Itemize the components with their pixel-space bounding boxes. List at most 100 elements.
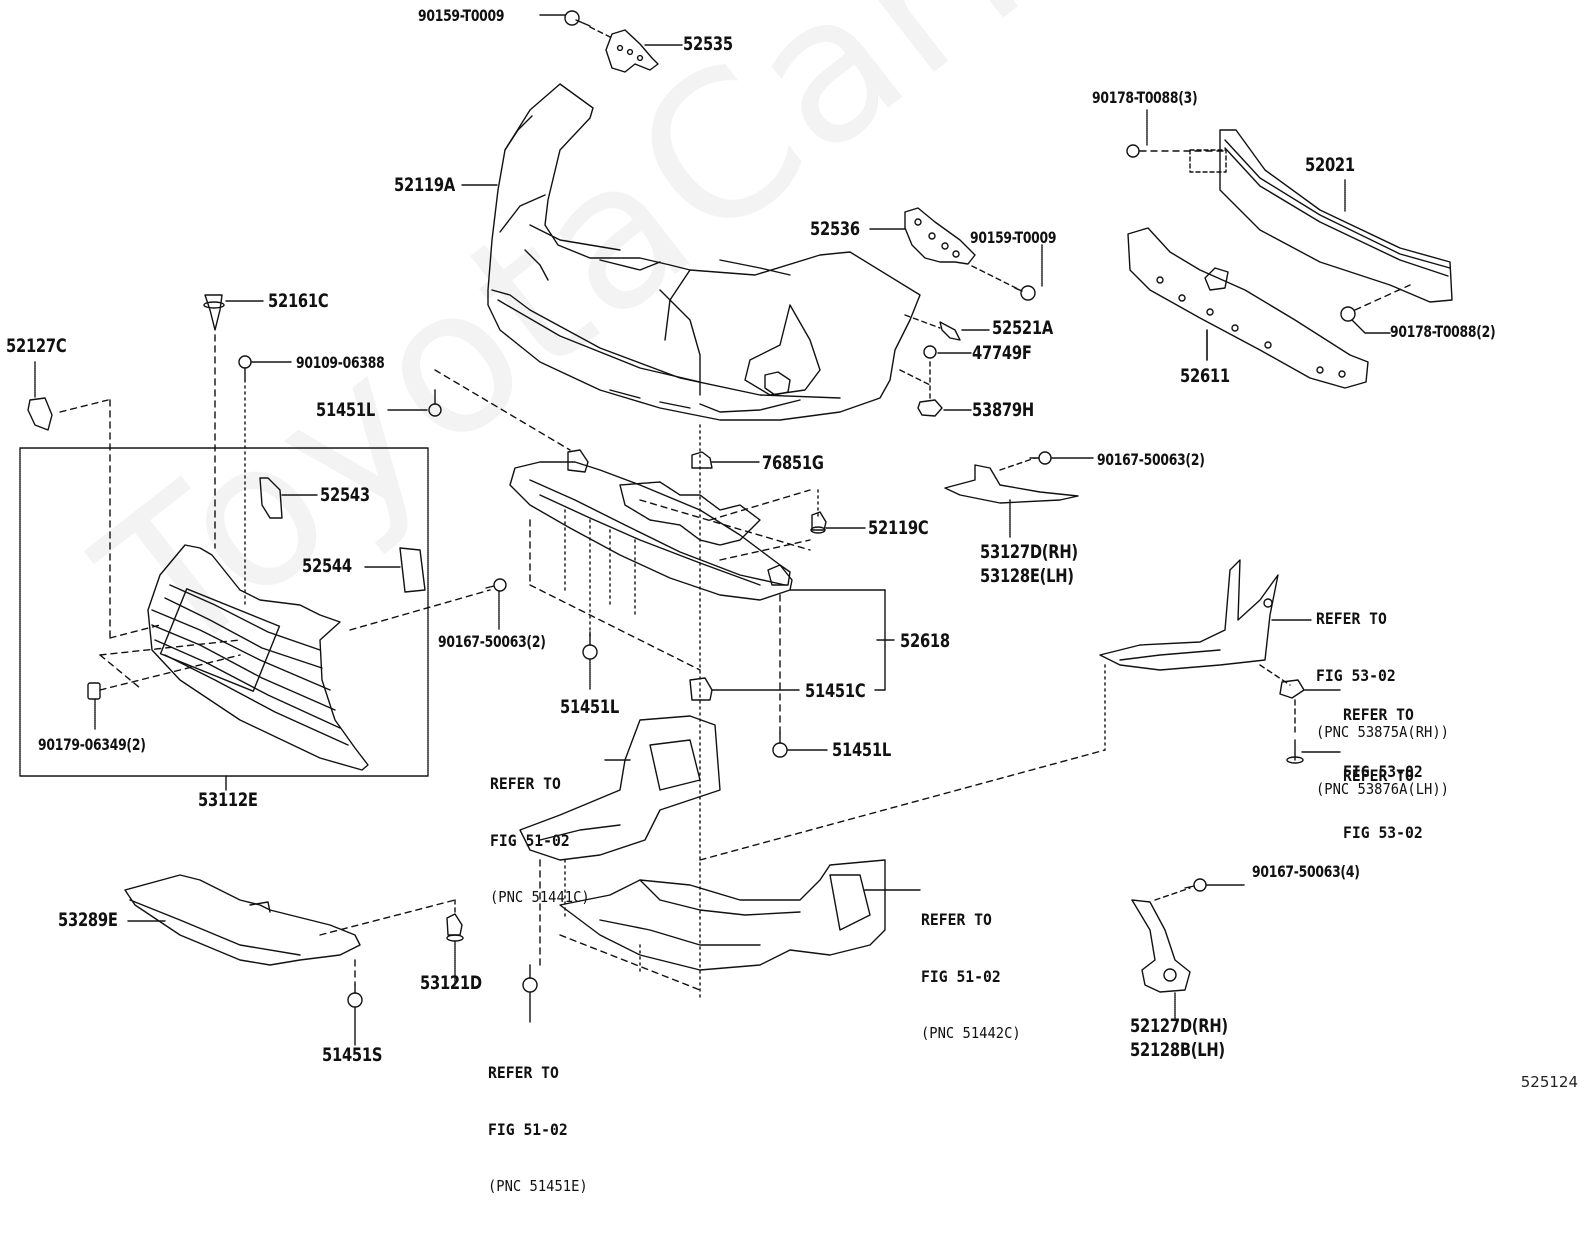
clip-51451C[interactable]: [689, 677, 713, 701]
clip-52127C[interactable]: [27, 397, 53, 431]
bumper-cover-52119A[interactable]: [487, 83, 921, 421]
reference-pnc: (PNC 51442C): [921, 1024, 1021, 1042]
part-label-52119C[interactable]: 52119C: [868, 517, 929, 539]
label-52543[interactable]: [259, 477, 283, 519]
reference-fig-53-02-liner[interactable]: REFER TO FIG 53-02 (PNC 53875A(RH)) (PNC…: [1316, 571, 1449, 837]
upper-cover-53289E[interactable]: [124, 874, 361, 966]
part-label-51451C[interactable]: 51451C: [805, 680, 866, 702]
part-label-76851G[interactable]: 76851G: [762, 452, 824, 474]
reference-pnc: (PNC 53875A(RH)): [1316, 723, 1449, 741]
screw-90167-50063-2b[interactable]: [485, 578, 507, 592]
part-label-51451L-b[interactable]: 51451L: [560, 696, 619, 718]
figure-number: 525124: [1520, 1073, 1578, 1091]
part-label-47749F[interactable]: 47749F: [972, 342, 1032, 364]
part-label-52535[interactable]: 52535: [683, 33, 733, 55]
part-label-53879H[interactable]: 53879H: [972, 399, 1034, 421]
part-label-90179-06349[interactable]: 90179-06349(2): [38, 735, 146, 754]
bracket-52536[interactable]: [904, 207, 976, 265]
part-label-51451S[interactable]: 51451S: [322, 1044, 383, 1066]
part-label-90167-50063-2a[interactable]: 90167-50063(2): [1097, 450, 1205, 469]
clip-47749F[interactable]: [923, 345, 937, 359]
screw-ref-53-02[interactable]: [1286, 739, 1304, 764]
under-cover-51442C[interactable]: [559, 859, 886, 971]
fender-liner-53875A[interactable]: [1099, 559, 1279, 671]
nut-90178-T0088-3[interactable]: [1126, 144, 1140, 158]
part-label-90178-T0088-2[interactable]: 90178-T0088(2): [1390, 322, 1496, 341]
under-cover-51441C[interactable]: [519, 715, 721, 861]
clip-52161C[interactable]: [203, 294, 225, 331]
reference-pnc: (PNC 51451E): [488, 1177, 588, 1195]
clip-53121D[interactable]: [446, 913, 464, 942]
part-label-52127C[interactable]: 52127C: [6, 335, 67, 357]
bolt-51451S[interactable]: [347, 984, 363, 1008]
part-label-52119A[interactable]: 52119A: [394, 174, 455, 196]
reference-line: REFER TO: [921, 910, 992, 929]
reference-line: REFER TO: [488, 1063, 559, 1082]
reference-fig-51-02-51451E[interactable]: REFER TO FIG 51-02 (PNC 51451E): [488, 1025, 588, 1234]
bolt-51451L-b[interactable]: [582, 631, 598, 660]
part-label-52543[interactable]: 52543: [320, 484, 370, 506]
grille-53112E[interactable]: [147, 544, 369, 771]
reference-line: FIG 53-02: [1343, 823, 1423, 842]
clip-52119C[interactable]: [810, 511, 827, 534]
bracket-52535[interactable]: [605, 29, 659, 73]
reinforcement-52021[interactable]: [1189, 129, 1453, 303]
part-label-53121D[interactable]: 53121D: [420, 972, 482, 994]
nut-90179-06349[interactable]: [87, 682, 101, 700]
screw-90109-06388[interactable]: [238, 355, 252, 381]
label-52544[interactable]: [399, 547, 426, 593]
nut-90178-T0088-2[interactable]: [1340, 306, 1356, 322]
reference-fig-53-02-screw[interactable]: REFER TO FIG 53-02: [1343, 728, 1423, 880]
part-label-52521A[interactable]: 52521A: [992, 317, 1053, 339]
reference-line: REFER TO: [490, 774, 561, 793]
part-label-52536[interactable]: 52536: [810, 218, 860, 240]
part-label-53127D-RH[interactable]: 53127D(RH): [980, 541, 1078, 563]
part-label-52127D-RH[interactable]: 52127D(RH): [1130, 1015, 1228, 1037]
bolt-51451L-c[interactable]: [772, 732, 788, 758]
parts-diagram: ToyotaCarMiner.ru: [6, 0, 1592, 1195]
stay-53127D-53128E[interactable]: [944, 464, 1079, 504]
under-cover-52618[interactable]: [509, 449, 793, 601]
part-label-52161C[interactable]: 52161C: [268, 290, 329, 312]
part-label-90167-50063-2b[interactable]: 90167-50063(2): [438, 632, 546, 651]
part-label-90167-50063-4[interactable]: 90167-50063(4): [1252, 862, 1360, 881]
clip-52521A[interactable]: [939, 321, 961, 341]
part-label-90178-T0088-3[interactable]: 90178-T0088(3): [1092, 88, 1198, 107]
absorber-52611[interactable]: [1127, 227, 1369, 389]
reference-line: REFER TO: [1343, 705, 1414, 724]
part-label-52544[interactable]: 52544: [302, 555, 352, 577]
part-label-52021[interactable]: 52021: [1305, 154, 1355, 176]
part-label-90159-T0009[interactable]: 90159-T0009: [418, 6, 505, 25]
part-label-90109-06388[interactable]: 90109-06388: [296, 353, 385, 372]
reference-line: FIG 53-02: [1343, 762, 1423, 781]
reference-line: FIG 51-02: [490, 831, 570, 850]
bolt-51451L-a[interactable]: [428, 389, 442, 417]
bolt-51451E[interactable]: [522, 964, 538, 993]
part-label-53289E[interactable]: 53289E: [58, 909, 118, 931]
screw-90159-T0009-mid[interactable]: [1014, 285, 1036, 301]
reference-line: FIG 51-02: [488, 1120, 568, 1139]
reference-pnc: (PNC 51441C): [490, 888, 590, 906]
clip-76851G[interactable]: [691, 451, 713, 469]
part-label-53128E-LH[interactable]: 53128E(LH): [980, 565, 1074, 587]
diagram-artwork: [19, 10, 1453, 1046]
fog-cover-52127D-52128B[interactable]: [1131, 899, 1191, 993]
clip-53879H[interactable]: [917, 399, 943, 417]
screw-90159-T0009-top[interactable]: [564, 10, 591, 27]
grille-assembly-frame: [19, 447, 429, 777]
reference-line: REFER TO: [1343, 766, 1414, 785]
part-label-53112E[interactable]: 53112E: [198, 789, 258, 811]
part-label-52611[interactable]: 52611: [1180, 365, 1230, 387]
clip-ref-53-02[interactable]: [1279, 679, 1305, 699]
part-label-51451L-c[interactable]: 51451L: [832, 739, 891, 761]
reference-fig-51-02-51441C[interactable]: REFER TO FIG 51-02 (PNC 51441C): [490, 736, 590, 945]
part-label-90159-T0009-b[interactable]: 90159-T0009: [970, 228, 1057, 247]
part-label-51451L-a[interactable]: 51451L: [316, 399, 375, 421]
screw-90167-50063-4[interactable]: [1184, 878, 1207, 892]
reference-line: FIG 51-02: [921, 967, 1001, 986]
part-label-52128B-LH[interactable]: 52128B(LH): [1130, 1039, 1225, 1061]
screw-90167-50063-2a[interactable]: [1029, 451, 1052, 465]
part-label-52618[interactable]: 52618: [900, 630, 950, 652]
reference-fig-51-02-51442C[interactable]: REFER TO FIG 51-02 (PNC 51442C): [921, 872, 1021, 1081]
reference-fig-53-02-clip[interactable]: REFER TO FIG 53-02: [1343, 667, 1423, 819]
